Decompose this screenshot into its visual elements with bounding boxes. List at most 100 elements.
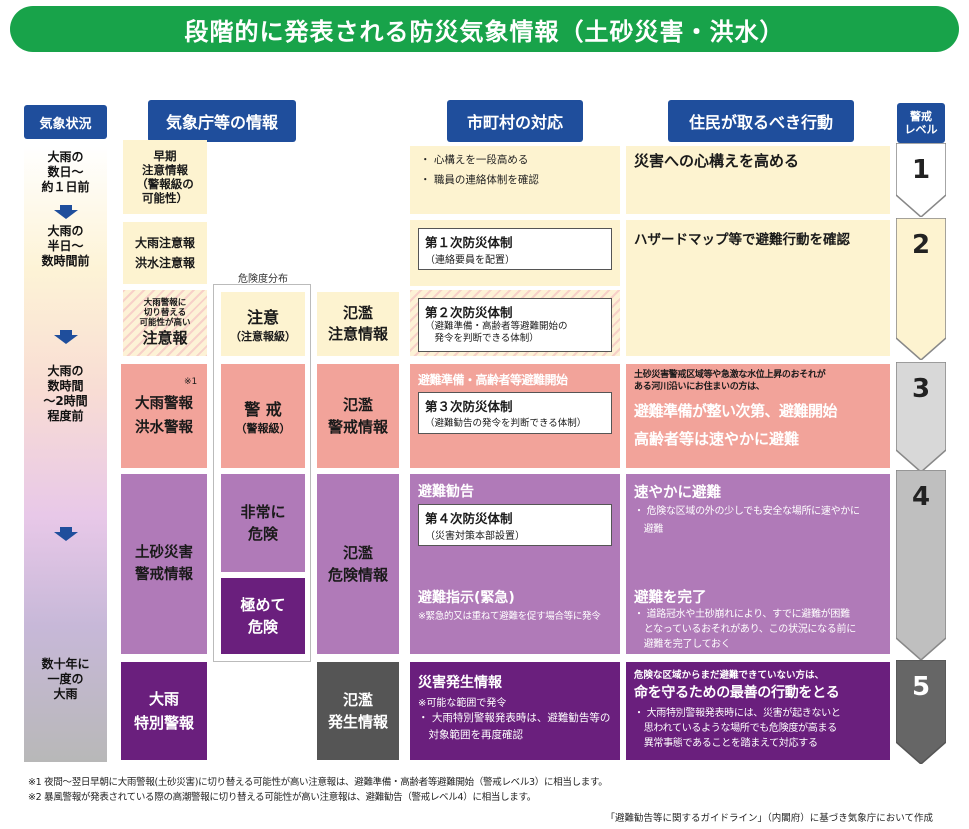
muni-l2-box-sub: （連絡要員を配置） — [425, 255, 515, 266]
jma-warning-text: 大雨警報 洪水警報 — [135, 396, 193, 436]
situation-column-bg — [24, 146, 107, 762]
jma-switch-small: 大雨警報に 切り替える 可能性が高い — [139, 298, 191, 328]
res-bg-l5 — [626, 662, 890, 760]
muni-bg-l1 — [410, 146, 620, 214]
flood-danger: 氾濫 危険情報 — [317, 474, 399, 654]
header-level: 警戒 レベル — [897, 103, 945, 143]
res-l3-small: 土砂災害警戒区域等や急激な水位上昇のおそれが ある河川沿いにお住まいの方は、 — [634, 370, 826, 392]
jma-early-text: 早期 注意情報 （警報級の 可能性） — [136, 149, 194, 205]
muni-l1-bullet2: ・ 職員の連絡体制を確認 — [420, 174, 539, 186]
muni-l5-note: ※可能な範囲で発令 — [418, 698, 507, 709]
res-l5-big: 命を守るための最善の行動をとる — [634, 685, 840, 701]
muni-l5-bullet: ・ 大雨特別警報発表時は、避難勧告等の 対象範囲を再度確認 — [418, 712, 611, 741]
flood-caution-text: 氾濫 注意情報 — [327, 304, 388, 343]
source-note: 「避難勧告等に関するガイドライン」（内閣府）に基づき気象庁において作成 — [605, 813, 933, 824]
level-4-number: 4 — [911, 482, 931, 512]
muni-l1-bullet1: ・ 心構えを一段高める — [420, 154, 529, 166]
level-5-arrow-icon — [896, 660, 946, 764]
res-bg-l1 — [626, 146, 890, 214]
res-l4b-bullet: ・ 道路冠水や土砂崩れにより、すでに避難が困難 となっているおそれがあり、この状… — [634, 609, 856, 650]
risk-caution: 注意 （注意報級） — [221, 292, 305, 356]
muni-l4-box: 第４次防災体制 （災害対策本部設置） — [418, 504, 612, 546]
muni-bg-l5 — [410, 662, 620, 760]
muni-l3-box-title: 第３次防災体制 — [425, 399, 513, 414]
risk-map-frame — [213, 284, 311, 662]
flood-warning: 氾濫 警戒情報 — [317, 364, 399, 468]
muni-l3-title: 避難準備・高齢者等避難開始 — [418, 373, 568, 387]
risk-extreme-text: 極めて 危険 — [240, 596, 286, 636]
muni-l2b-box-title: 第２次防災体制 — [425, 305, 513, 320]
res-l3-big2: 高齢者等は速やかに避難 — [634, 430, 800, 448]
footnote-1: ※1 夜間～翌日早朝に大雨警報(土砂災害)に切り替える可能性が高い注意報は、避難… — [28, 777, 608, 788]
flood-danger-text: 氾濫 危険情報 — [327, 544, 388, 584]
muni-l4-box-title: 第４次防災体制 — [425, 511, 513, 526]
res-l3-big1: 避難準備が整い次第、避難開始 — [634, 402, 838, 420]
res-l1: 災害への心構えを高める — [634, 152, 800, 170]
level-2-arrow-icon — [896, 218, 946, 360]
risk-map-label: 危険度分布 — [238, 274, 288, 285]
flood-warning-text: 氾濫 警戒情報 — [327, 396, 388, 436]
muni-bg-l4 — [410, 474, 620, 654]
situation-s4: 数十年に 一度の 大雨 — [41, 657, 90, 701]
jma-landslide: 土砂災害 警戒情報 — [121, 474, 207, 654]
res-l5-small: 危険な区域からまだ避難できていない方は、 — [634, 670, 825, 681]
header-municipality: 市町村の対応 — [447, 100, 583, 142]
arrow-down-icon — [54, 205, 78, 219]
risk-warning-sub: （警報級） — [235, 422, 291, 435]
muni-l4b-note: ※緊急的又は重ねて避難を促す場合等に発令 — [418, 611, 601, 622]
res-l5-bullet: ・ 大雨特別警報発表時には、災害が起きないと 思われているような場所でも危険度が… — [634, 708, 841, 749]
risk-caution-sub: （注意報級） — [230, 330, 296, 343]
situation-s1: 大雨の 数日～ 約１日前 — [41, 150, 90, 194]
res-bg-l4 — [626, 474, 890, 654]
situation-s2: 大雨の 半日～ 数時間前 — [41, 224, 90, 268]
footnote-2: ※2 暴風警報が発表されている際の高潮警報に切り替える可能性が高い注意報は、避難… — [28, 792, 536, 803]
arrow-down-icon — [54, 527, 78, 541]
jma-landslide-text: 土砂災害 警戒情報 — [135, 545, 193, 583]
header-residents: 住民が取るべき行動 — [668, 100, 854, 142]
res-bg-l2 — [626, 220, 890, 356]
jma-warning-note: ※1 — [184, 377, 198, 387]
risk-very-high-text: 非常に 危険 — [240, 503, 286, 543]
jma-emergency: 大雨 特別警報 — [121, 662, 207, 760]
level-3-number: 3 — [911, 374, 931, 404]
muni-l4b-title: 避難指示(緊急) — [418, 590, 515, 606]
risk-caution-text: 注意 — [246, 308, 279, 327]
res-l2: ハザードマップ等で避難行動を確認 — [634, 232, 850, 248]
res-l4-bullet: ・ 危険な区域の外の少しでも安全な場所に速やかに 避難 — [634, 506, 860, 535]
muni-l3-box: 第３次防災体制 （避難勧告の発令を判断できる体制） — [418, 392, 612, 434]
risk-extreme: 極めて 危険 — [221, 578, 305, 654]
res-l4-title: 速やかに避難 — [634, 485, 721, 501]
risk-warning-text: 警 戒 — [244, 400, 282, 419]
flood-caution: 氾濫 注意情報 — [317, 292, 399, 356]
jma-early-info: 早期 注意情報 （警報級の 可能性） — [123, 140, 207, 214]
res-l4b-title: 避難を完了 — [634, 590, 707, 606]
jma-switch-advisory: 大雨警報に 切り替える 可能性が高い 注意報 — [123, 290, 207, 356]
jma-switch-big: 注意報 — [142, 329, 188, 347]
muni-l4-title: 避難勧告 — [418, 484, 474, 500]
muni-l2-box-title: 第１次防災体制 — [425, 235, 513, 250]
jma-emergency-text: 大雨 特別警報 — [133, 690, 194, 732]
muni-l2b-box: 第２次防災体制 （避難準備・高齢者等避難開始の 発令を判断できる体制） — [418, 298, 612, 352]
situation-s3: 大雨の 数時間 ～2時間 程度前 — [43, 364, 88, 423]
level-2-number: 2 — [911, 230, 931, 260]
jma-warning: 大雨警報 洪水警報 — [121, 364, 207, 468]
muni-l5-title: 災害発生情報 — [418, 675, 502, 691]
flood-occurrence: 氾濫 発生情報 — [317, 662, 399, 760]
risk-warning: 警 戒 （警報級） — [221, 364, 305, 468]
muni-l2b-box-sub: （避難準備・高齢者等避難開始の 発令を判断できる体制） — [425, 321, 568, 344]
flood-occurrence-text: 氾濫 発生情報 — [327, 691, 388, 731]
page-title: 段階的に発表される防災気象情報（土砂災害・洪水） — [10, 6, 959, 52]
muni-l3-box-sub: （避難勧告の発令を判断できる体制） — [425, 418, 587, 429]
jma-advisory-text: 大雨注意報 洪水注意報 — [134, 236, 195, 270]
level-1-number: 1 — [911, 155, 931, 185]
header-situation: 気象状況 — [24, 105, 107, 139]
muni-l4-box-sub: （災害対策本部設置） — [425, 531, 525, 542]
level-4-arrow-icon — [896, 470, 946, 660]
arrow-down-icon — [54, 330, 78, 344]
header-jma: 気象庁等の情報 — [148, 100, 296, 142]
risk-very-high: 非常に 危険 — [221, 474, 305, 572]
level-5-number: 5 — [911, 672, 931, 702]
level-1-arrow-icon — [896, 143, 946, 217]
jma-advisory: 大雨注意報 洪水注意報 — [123, 222, 207, 284]
level-3-arrow-icon — [896, 362, 946, 472]
